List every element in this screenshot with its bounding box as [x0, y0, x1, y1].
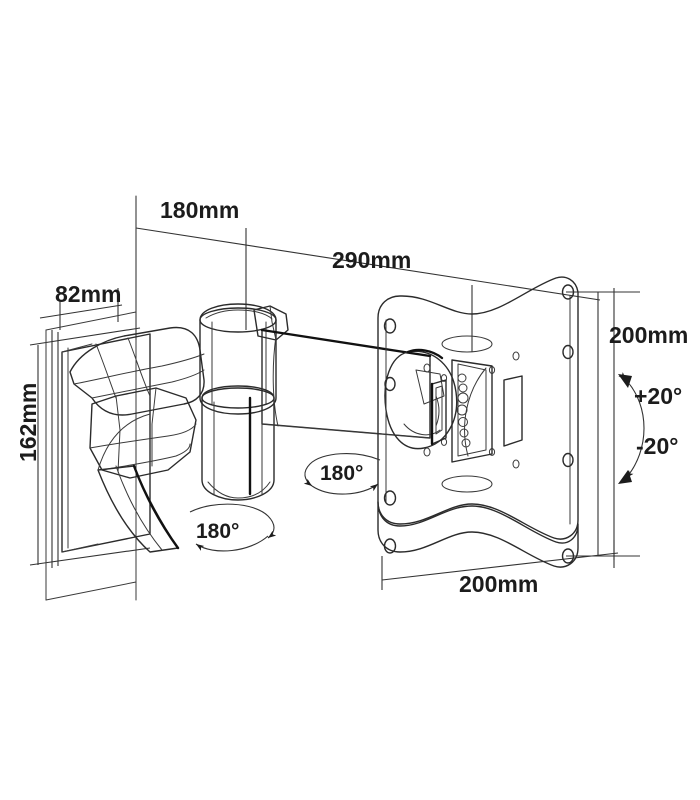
pivot-cylinder-lower: [201, 385, 275, 501]
dim-label-290mm: 290mm: [332, 247, 411, 273]
spring-detail: [456, 373, 471, 448]
swivel-arrow-plate: [303, 453, 381, 495]
tilt-arrow: [618, 372, 645, 484]
vesa-hole-mid-left: [384, 376, 396, 392]
tilt-label-down: -20°: [636, 433, 678, 459]
plate-center-cutout: [451, 359, 493, 463]
plate-right-slot: [503, 375, 523, 447]
pivot-cylinder-upper: [199, 303, 289, 415]
extension-arm: [260, 328, 458, 450]
swivel-arrow-wall: [189, 503, 277, 552]
wall-surface: [45, 195, 137, 601]
plate-slot-lower: [441, 475, 493, 493]
dim-label-162mm: 162mm: [15, 383, 41, 462]
vesa-hole-top-left: [383, 318, 397, 334]
dim-label-82mm: 82mm: [55, 281, 121, 307]
vesa-hole-top-right: [561, 284, 575, 300]
vesa-hole-bottom-left: [383, 490, 397, 506]
tilt-label-up: +20°: [634, 383, 682, 409]
vesa-hole-mid-right-lower: [562, 452, 574, 468]
vesa-screen-plate: [377, 276, 579, 568]
plate-slot-upper: [441, 335, 493, 353]
vesa-hole-bottom-right: [561, 548, 575, 564]
vesa-hole-mid-right: [562, 344, 574, 360]
vesa-hole-lower-left: [383, 538, 397, 554]
dim-label-200mm-height: 200mm: [609, 322, 688, 348]
dim-label-180mm: 180mm: [160, 197, 239, 223]
wall-plate: [61, 326, 205, 553]
dim-label-200mm-width: 200mm: [459, 571, 538, 597]
swivel-label-wall: 180°: [196, 520, 239, 543]
dimension-line-extension: [29, 227, 640, 590]
swivel-label-plate: 180°: [320, 462, 363, 485]
cylinder-top-cap: [199, 307, 277, 333]
